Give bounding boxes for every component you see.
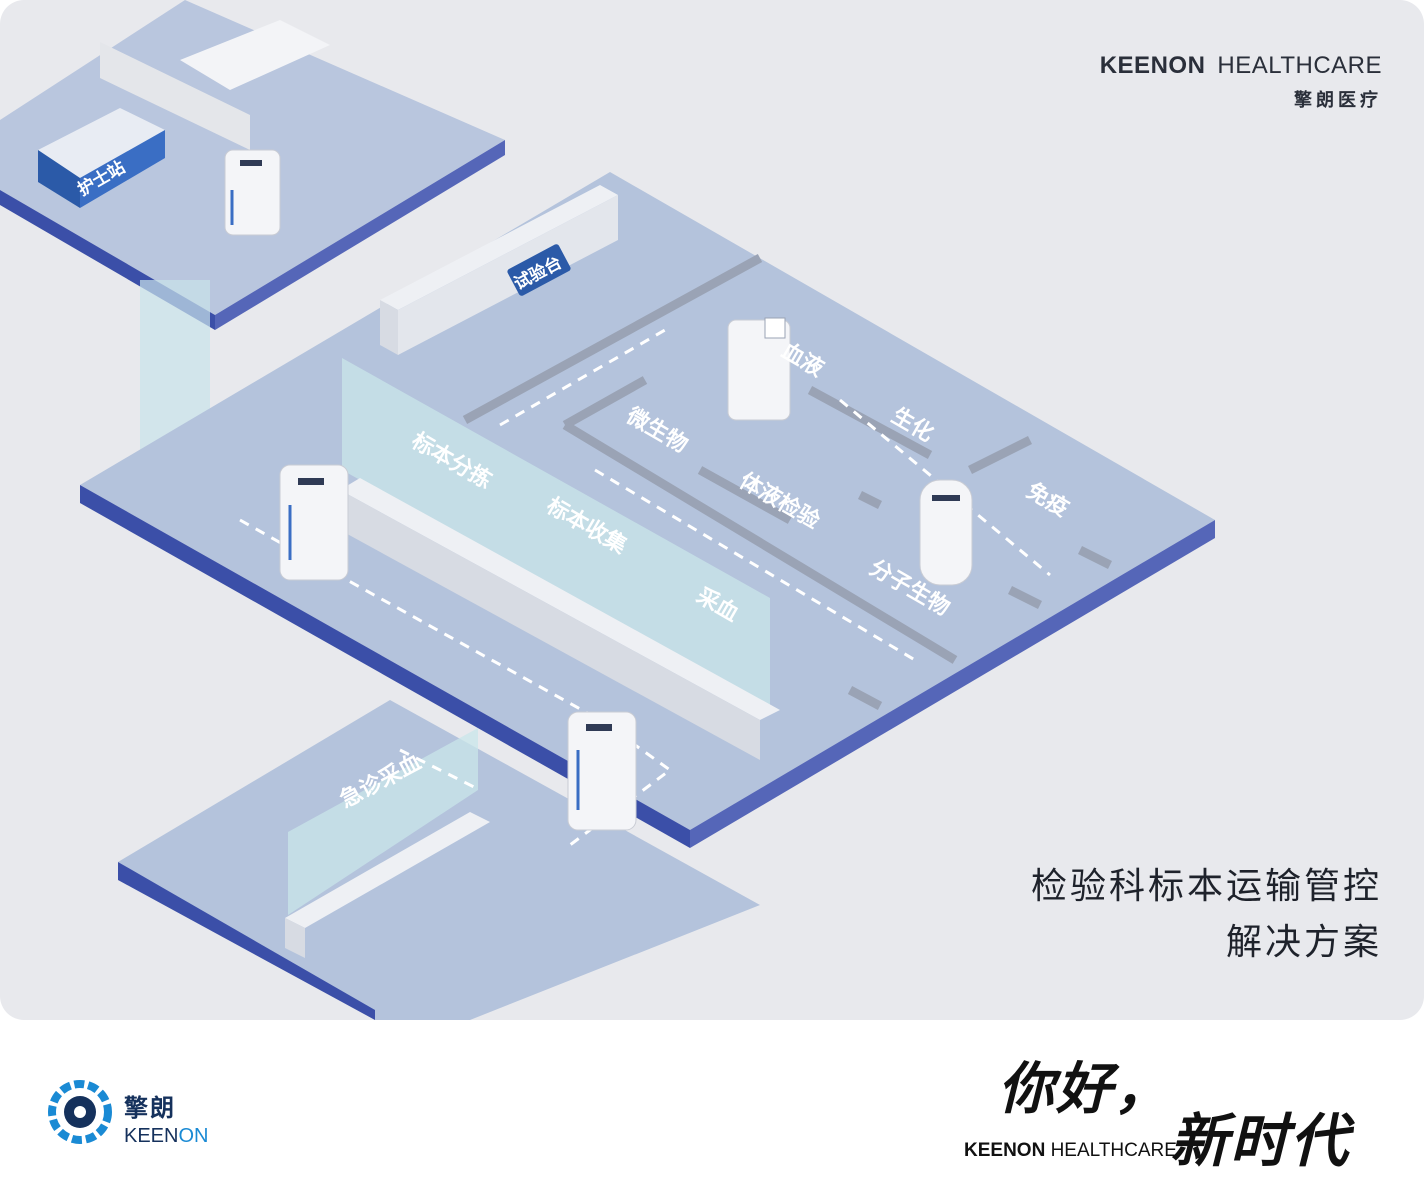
- collection-counter: [340, 478, 780, 760]
- slogan-brand: KEENON HEALTHCARE: [964, 1140, 1177, 1162]
- brand-header: KEENON HEALTHCARE 擎朗医疗: [1100, 52, 1382, 112]
- logo-en-dark: KEEN: [124, 1125, 179, 1147]
- footer-logo-text: 擎朗 KEENON: [124, 1088, 208, 1148]
- delivery-robot-lab: [919, 479, 973, 586]
- corridor-walls: [462, 254, 1113, 710]
- headline-line-1: 检验科标本运输管控: [1030, 865, 1382, 906]
- headline-line-2: 解决方案: [1225, 921, 1382, 962]
- delivery-robot-sorting: [279, 464, 349, 581]
- slogan-brand-light: HEALTHCARE: [1050, 1140, 1177, 1161]
- brand-name-light: HEALTHCARE: [1217, 52, 1382, 79]
- delivery-robot-cart: [727, 317, 791, 421]
- keenon-logo-icon: [48, 1080, 112, 1144]
- delivery-robot-emergency: [567, 711, 637, 831]
- logo-en-accent: ON: [178, 1125, 209, 1147]
- glass-partition-emergency: [288, 728, 478, 915]
- slogan-part-2: 新时代: [1170, 1109, 1351, 1174]
- brand-name-bold: KEENON: [1099, 52, 1206, 79]
- nurse-station-desk: 护士站: [38, 108, 165, 208]
- lab-bench: 试验台: [380, 185, 618, 355]
- patient-bed: [180, 20, 330, 90]
- logo-cn: 擎朗: [124, 1095, 176, 1122]
- slogan-brand-bold: KEENON: [964, 1140, 1046, 1161]
- emergency-floor: [118, 700, 760, 1020]
- delivery-robot-top: [224, 149, 281, 236]
- isometric-lab-scene: 护士站 试验台: [0, 0, 1215, 1020]
- glass-partition-main: [342, 358, 770, 705]
- partition-wall: [100, 42, 250, 150]
- slogan-part-1: 你好，: [998, 1057, 1172, 1120]
- brand-name-cn: 擎朗医疗: [1294, 90, 1382, 110]
- solution-headline: 检验科标本运输管控 解决方案: [1031, 858, 1382, 970]
- footer: [0, 1020, 1424, 1197]
- emergency-counter: [285, 812, 490, 958]
